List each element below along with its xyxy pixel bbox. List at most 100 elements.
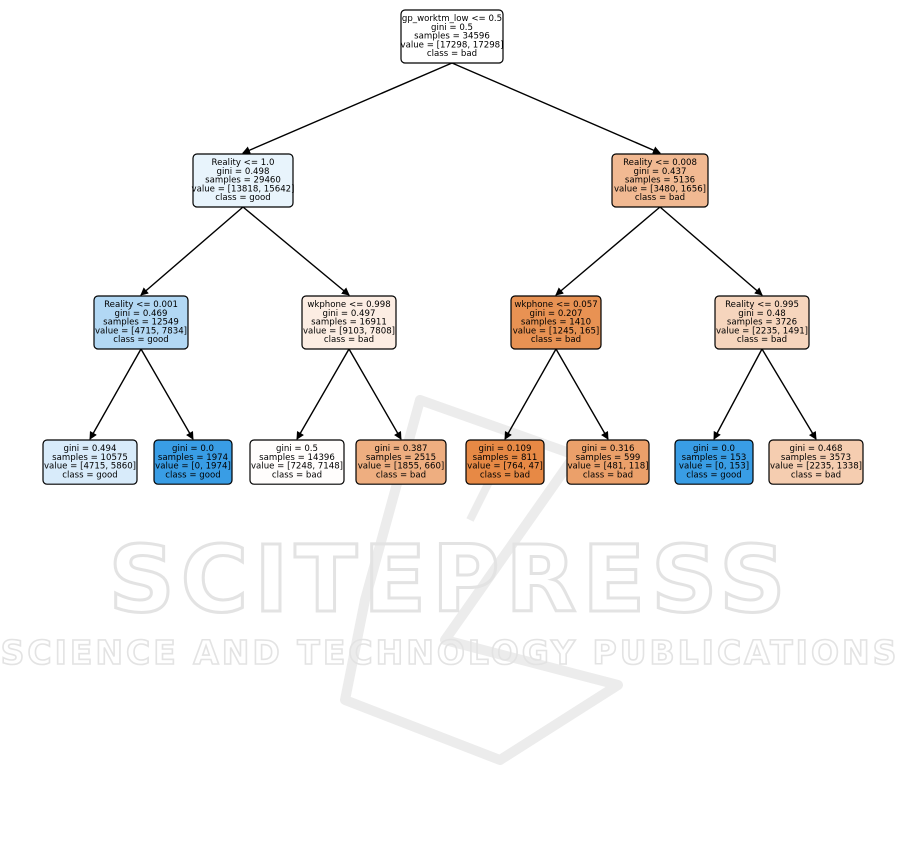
- tree-node-line: class = bad: [737, 335, 787, 345]
- tree-node-line: class = bad: [376, 470, 426, 480]
- tree-node-box: [611, 153, 709, 208]
- tree-node-line: samples = 1410: [521, 318, 591, 328]
- watermark-title: SCITEPRESS: [108, 526, 791, 633]
- tree-node-line: gini = 0.468: [790, 444, 843, 454]
- tree-node-line: value = [2235, 1338]: [770, 462, 862, 472]
- watermark-subtitle: SCIENCE AND TECHNOLOGY PUBLICATIONS: [1, 633, 900, 672]
- tree-node-line: value = [481, 118]: [567, 462, 648, 472]
- tree-node-line: class = good: [165, 470, 220, 480]
- tree-node-line: samples = 16911: [311, 318, 387, 328]
- watermark: SCITEPRESS SCIENCE AND TECHNOLOGY PUBLIC…: [0, 395, 900, 765]
- tree-node-line: value = [0, 1974]: [155, 462, 231, 472]
- tree-node-line: gini = 0.5: [431, 23, 473, 33]
- tree-edge-n2-n5: [555, 206, 661, 296]
- tree-edge-n4-n9: [296, 348, 350, 440]
- tree-node-box: [192, 153, 294, 208]
- tree-node-line: samples = 811: [473, 453, 538, 463]
- tree-node-line: gini = 0.5: [276, 444, 318, 454]
- tree-node-box: [400, 9, 504, 64]
- tree-node-line: samples = 12549: [103, 318, 179, 328]
- tree-edge-n4-n10: [348, 348, 402, 440]
- tree-edges: [89, 62, 817, 440]
- tree-node-line: gp_worktm_low <= 0.5: [402, 14, 502, 24]
- tree-node-line: gini = 0.469: [115, 309, 168, 319]
- tree-node-box: [93, 295, 189, 350]
- tree-node-line: samples = 10575: [52, 453, 128, 463]
- tree-node-box: [674, 439, 754, 485]
- tree-node-line: samples = 3573: [781, 453, 851, 463]
- tree-node-line: samples = 14396: [259, 453, 335, 463]
- tree-node-line: gini = 0.498: [217, 167, 270, 177]
- tree-node-box: [249, 439, 345, 485]
- tree-node-box: [510, 295, 602, 350]
- tree-node-line: samples = 3726: [727, 318, 797, 328]
- tree-node-line: class = bad: [324, 335, 374, 345]
- tree-node-line: class = bad: [583, 470, 633, 480]
- tree-edge-n5-n12: [555, 348, 609, 440]
- tree-edge-n6-n14: [761, 348, 817, 440]
- tree-node-line: class = good: [215, 193, 270, 203]
- tree-node-box: [42, 439, 138, 485]
- tree-node-line: value = [4715, 7834]: [95, 326, 187, 336]
- tree-edge-n5-n11: [504, 348, 557, 440]
- tree-edge-n6-n13: [713, 348, 763, 440]
- tree-node-box: [768, 439, 864, 485]
- tree-node-line: value = [13818, 15642]: [192, 184, 295, 194]
- tree-node-box: [566, 439, 650, 485]
- tree-edge-n0-n1: [242, 62, 453, 154]
- tree-node-box: [465, 439, 545, 485]
- tree-node-line: value = [0, 153]: [679, 462, 749, 472]
- tree-node-line: class = good: [113, 335, 168, 345]
- tree-node-line: value = [764, 47]: [467, 462, 543, 472]
- tree-node-line: value = [3480, 1656]: [614, 184, 706, 194]
- tree-node-line: wkphone <= 0.057: [514, 300, 597, 310]
- tree-node-line: samples = 5136: [625, 176, 695, 186]
- tree-node-line: value = [7248, 7148]: [251, 462, 343, 472]
- tree-edge-n1-n4: [242, 206, 350, 296]
- tree-node-box: [153, 439, 233, 485]
- tree-node-line: gini = 0.497: [323, 309, 376, 319]
- tree-node-line: samples = 2515: [366, 453, 436, 463]
- tree-node-line: value = [4715, 5860]: [44, 462, 136, 472]
- tree-node-line: gini = 0.0: [693, 444, 735, 454]
- tree-node-line: samples = 599: [576, 453, 641, 463]
- tree-node-line: Reality <= 0.995: [725, 300, 799, 310]
- tree-edge-n3-n7: [89, 348, 142, 440]
- tree-node-line: samples = 29460: [205, 176, 281, 186]
- tree-node-box: [714, 295, 810, 350]
- tree-node-line: class = bad: [480, 470, 530, 480]
- tree-node-line: class = bad: [531, 335, 581, 345]
- tree-edge-n0-n2: [451, 62, 661, 154]
- tree-node-line: class = good: [686, 470, 741, 480]
- tree-node-line: value = [1855, 660]: [358, 462, 445, 472]
- tree-node-line: value = [17298, 17298]: [401, 40, 504, 50]
- tree-node-line: Reality <= 1.0: [212, 158, 275, 168]
- tree-node-line: Reality <= 0.008: [623, 158, 697, 168]
- tree-node-line: gini = 0.437: [634, 167, 687, 177]
- tree-node-line: class = bad: [427, 49, 477, 59]
- tree-node-line: gini = 0.109: [479, 444, 532, 454]
- tree-node-line: samples = 1974: [158, 453, 228, 463]
- tree-node-line: gini = 0.207: [530, 309, 583, 319]
- tree-node-line: gini = 0.387: [375, 444, 428, 454]
- tree-node-box: [301, 295, 397, 350]
- tree-node-line: class = bad: [272, 470, 322, 480]
- tree-node-line: class = bad: [791, 470, 841, 480]
- tree-node-line: value = [2235, 1491]: [716, 326, 808, 336]
- tree-edge-n1-n3: [140, 206, 244, 296]
- tree-node-line: samples = 34596: [414, 32, 490, 42]
- tree-node-line: value = [1245, 165]: [513, 326, 600, 336]
